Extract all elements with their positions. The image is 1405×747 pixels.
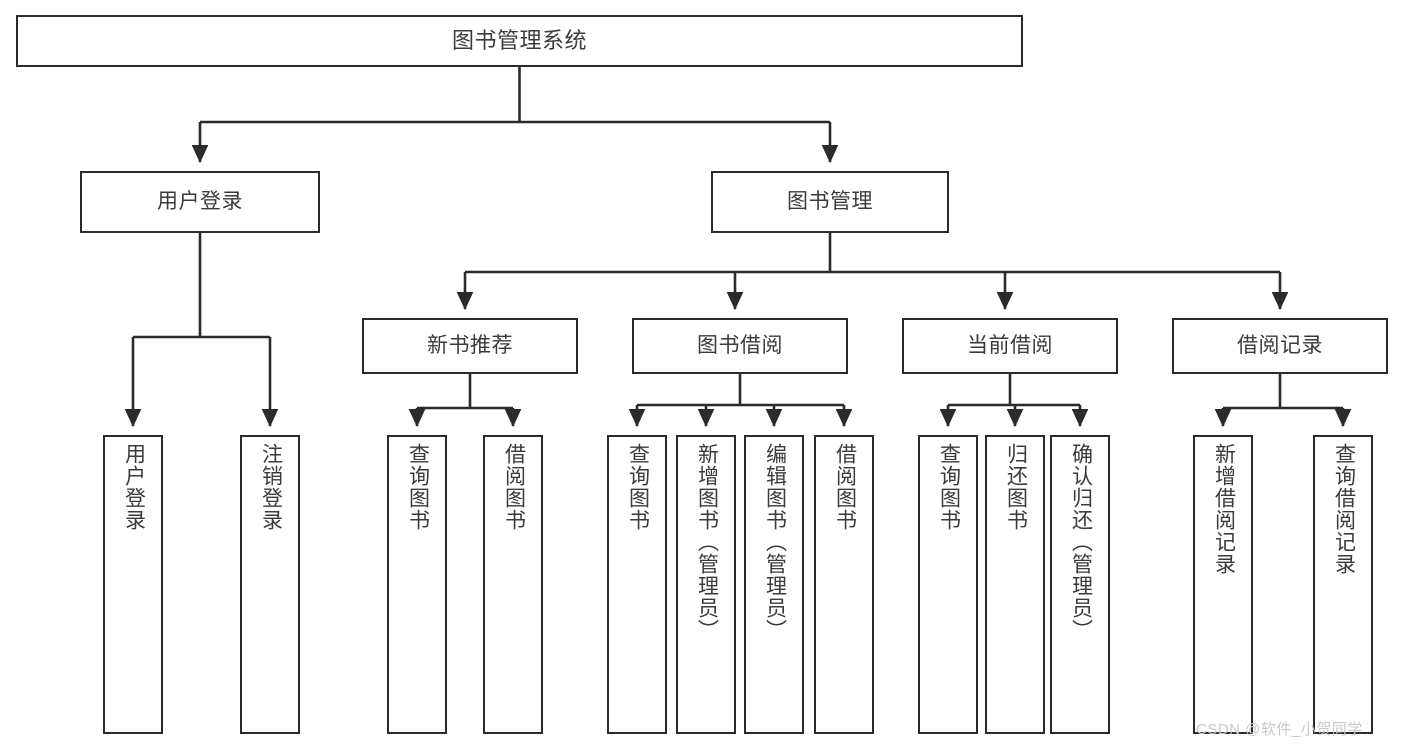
node-label: 用户登录 (157, 190, 243, 214)
node-label: 用户登录 (122, 443, 146, 531)
node-label: 图书管理 (787, 190, 873, 214)
node-leaf-query-book-current[interactable]: 查询图书 (918, 435, 978, 734)
node-label: 图书管理系统 (451, 27, 587, 53)
node-leaf-edit-book-admin[interactable]: 编辑图书（管理员） (744, 435, 804, 734)
node-label: 查询图书 (937, 443, 961, 531)
node-label: 图书借阅 (697, 334, 783, 358)
node-leaf-logout[interactable]: 注销登录 (240, 435, 300, 734)
node-label: 借阅图书 (502, 443, 526, 531)
node-label: 新增借阅记录 (1212, 443, 1236, 575)
node-root-system[interactable]: 图书管理系统 (16, 15, 1023, 67)
node-book-management[interactable]: 图书管理 (711, 171, 949, 233)
node-leaf-borrow-book-newbook[interactable]: 借阅图书 (483, 435, 543, 734)
node-label: 借阅记录 (1237, 334, 1323, 358)
node-leaf-query-book-borrow[interactable]: 查询图书 (607, 435, 667, 734)
node-label: 归还图书 (1004, 443, 1028, 531)
node-user-login[interactable]: 用户登录 (80, 171, 320, 233)
node-label: 当前借阅 (967, 334, 1053, 358)
node-label: 借阅图书 (833, 443, 857, 531)
node-leaf-confirm-return-admin[interactable]: 确认归还（管理员） (1050, 435, 1110, 734)
node-new-book-recommend[interactable]: 新书推荐 (362, 318, 578, 374)
node-label: 新增图书（管理员） (695, 443, 719, 641)
node-leaf-return-book[interactable]: 归还图书 (985, 435, 1045, 734)
node-leaf-borrow-book[interactable]: 借阅图书 (814, 435, 874, 734)
node-label: 查询借阅记录 (1332, 443, 1356, 575)
watermark: CSDN @软件_小贺同学 (1196, 721, 1363, 738)
node-borrow-record[interactable]: 借阅记录 (1172, 318, 1388, 374)
node-current-borrow[interactable]: 当前借阅 (902, 318, 1118, 374)
node-leaf-add-borrow-record[interactable]: 新增借阅记录 (1193, 435, 1253, 734)
node-label: 确认归还（管理员） (1069, 443, 1093, 641)
node-leaf-user-login[interactable]: 用户登录 (103, 435, 163, 734)
node-label: 查询图书 (406, 443, 430, 531)
node-leaf-query-book-newbook[interactable]: 查询图书 (387, 435, 447, 734)
node-label: 注销登录 (259, 443, 283, 531)
node-leaf-add-book-admin[interactable]: 新增图书（管理员） (676, 435, 736, 734)
node-label: 新书推荐 (427, 334, 513, 358)
node-book-borrow[interactable]: 图书借阅 (632, 318, 848, 374)
node-leaf-query-borrow-record[interactable]: 查询借阅记录 (1313, 435, 1373, 734)
node-label: 编辑图书（管理员） (763, 443, 787, 641)
node-label: 查询图书 (626, 443, 650, 531)
